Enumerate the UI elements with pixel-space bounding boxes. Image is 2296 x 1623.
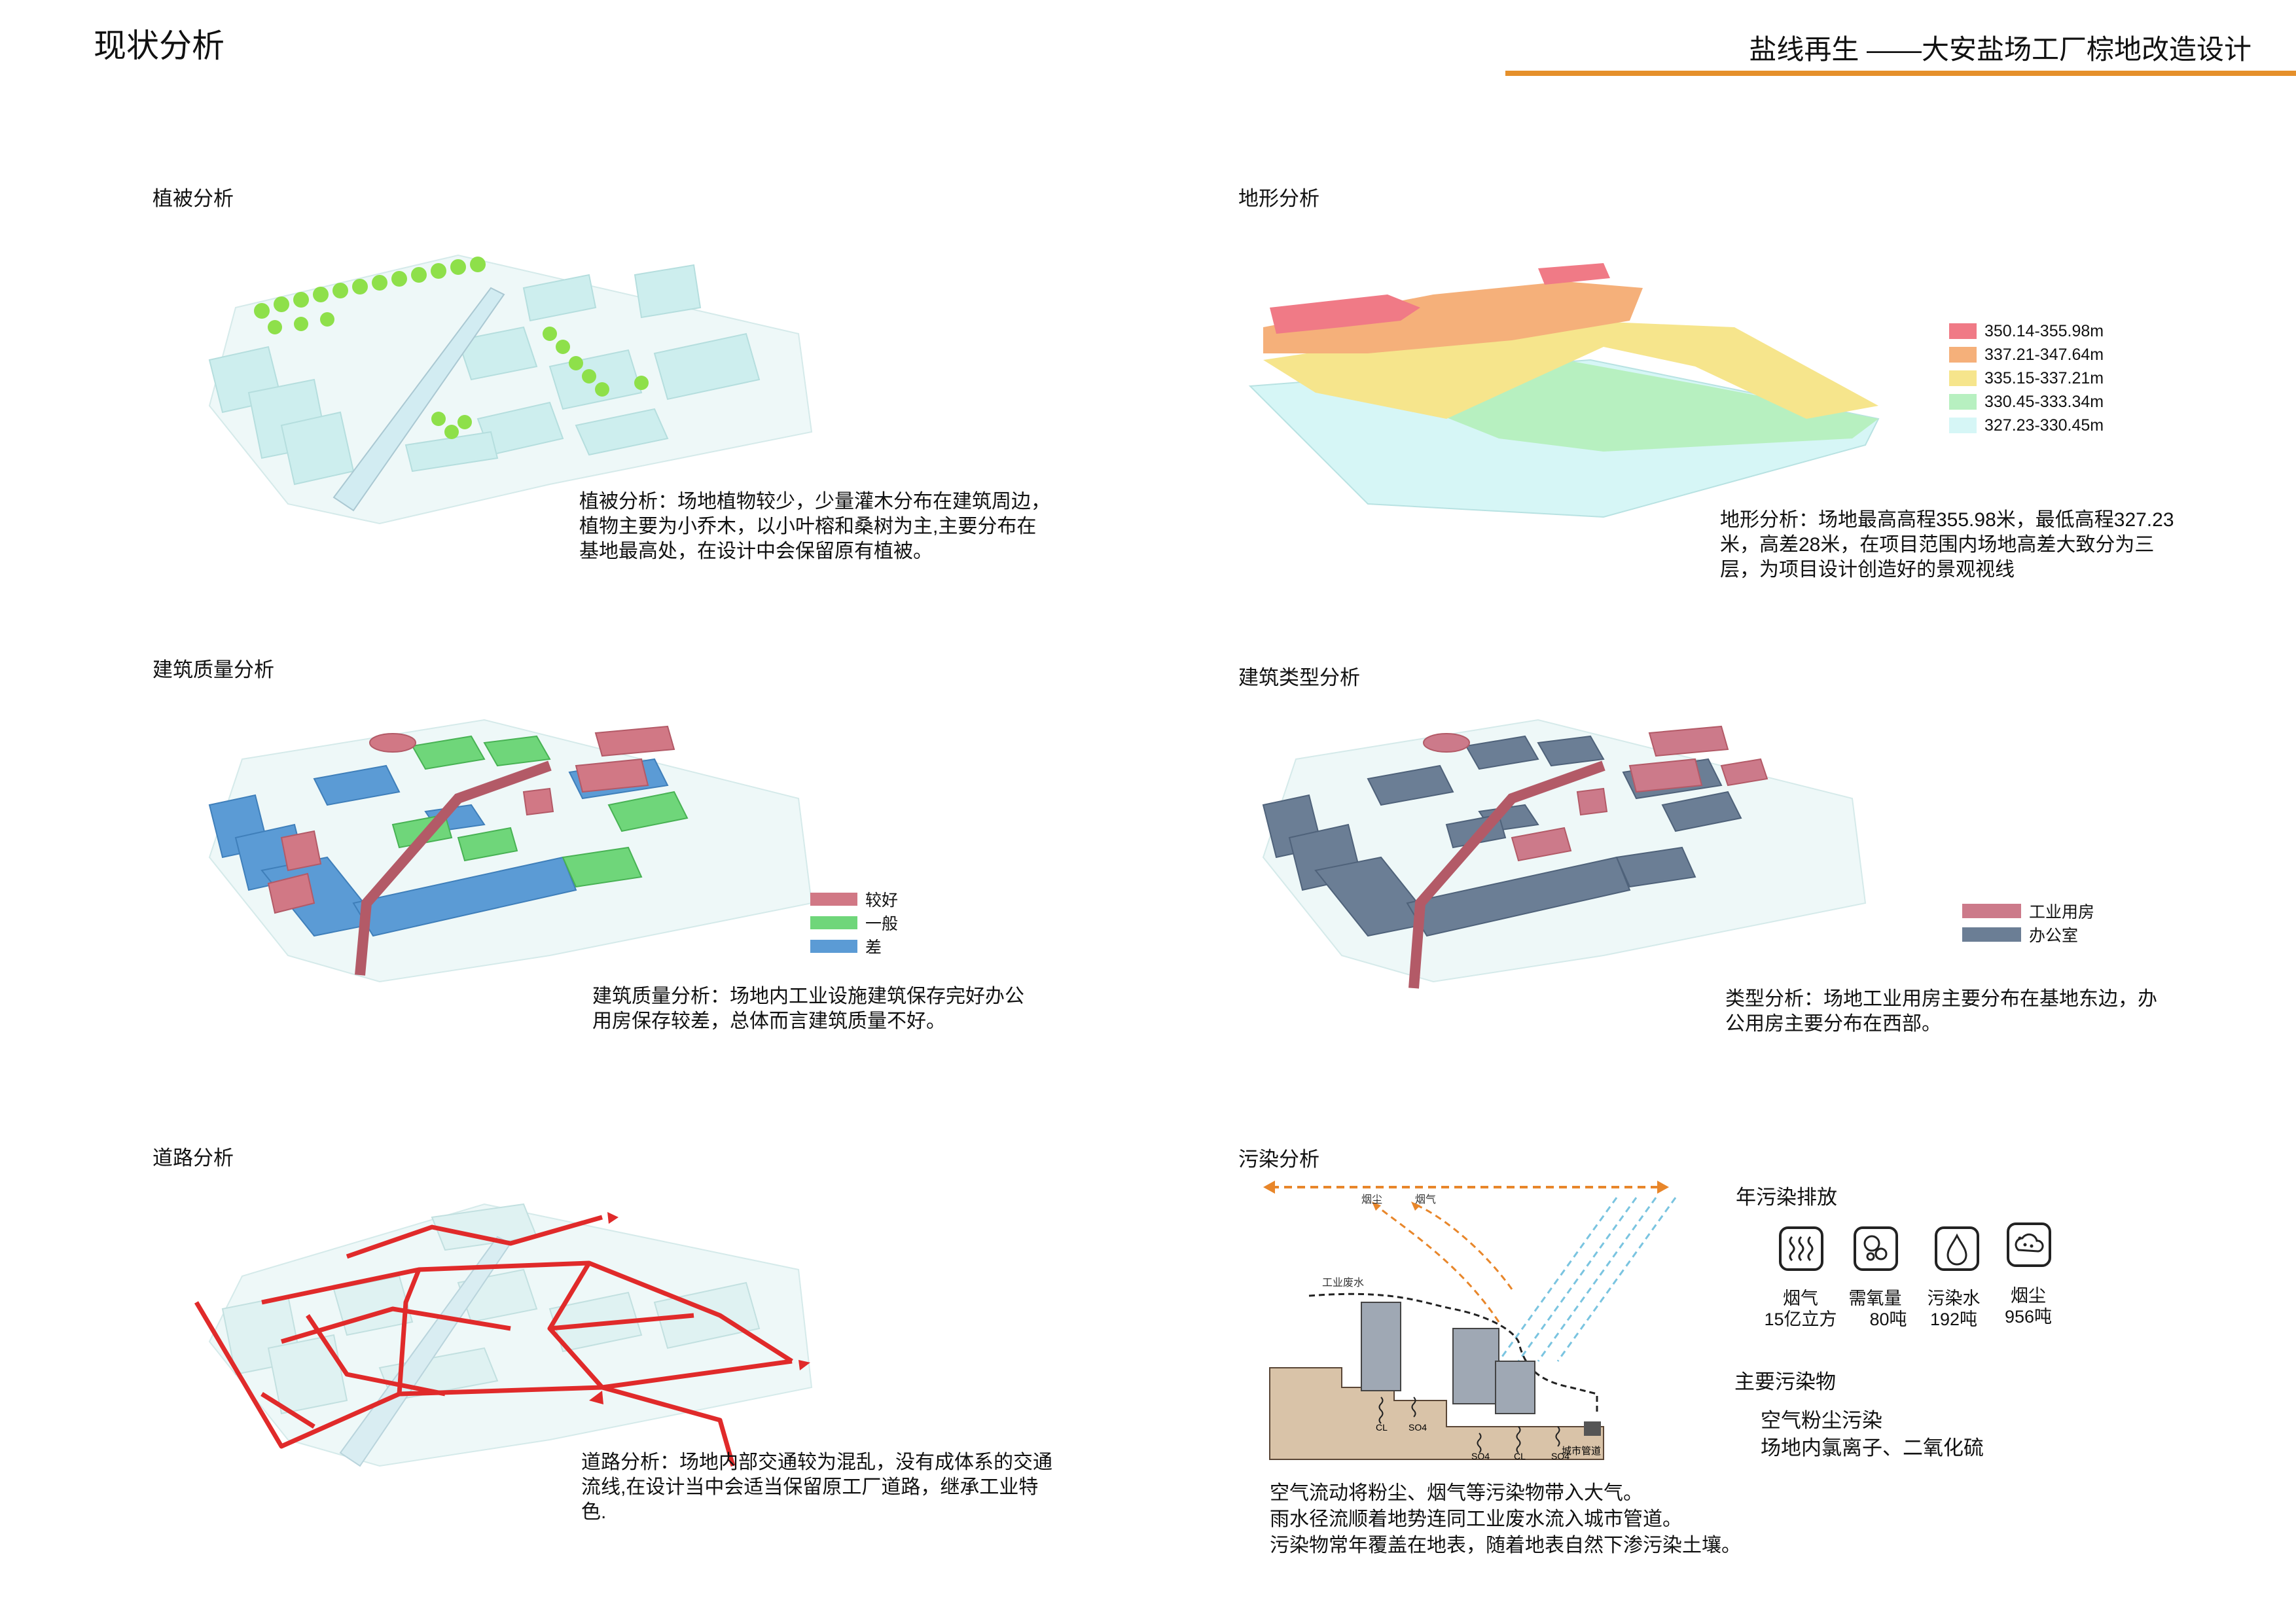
legend-swatch	[810, 916, 857, 929]
pollution-stat-name: 需氧量	[1848, 1289, 1902, 1308]
legend-swatch	[1949, 370, 1977, 386]
vegetation-description: 植被分析：场地植物较少，少量灌木分布在建筑周边，植物主要为小乔木，以小叶榕和桑树…	[579, 491, 1050, 562]
legend-swatch	[810, 940, 857, 953]
quality-legend-item: 较好	[810, 887, 898, 911]
road-map	[194, 1203, 813, 1467]
dust-cloud-icon	[2007, 1222, 2051, 1267]
oxygen-bubbles-icon	[1854, 1226, 1898, 1271]
pollution-diagram: 烟尘 烟气 工业废水 CL SO4 SO4 CL SO4 城市管道	[1263, 1181, 1677, 1461]
quality-legend: 较好 一般 差	[810, 887, 898, 958]
pollution-stat-name: 烟气	[1783, 1289, 1818, 1308]
project-title: 盐线再生 ——大安盐场工厂棕地改造设计	[1749, 34, 2251, 65]
page-title: 现状分析	[94, 27, 224, 64]
legend-swatch	[1949, 394, 1977, 410]
annual-emission-title: 年污染排放	[1736, 1186, 1837, 1209]
smoke-waves-icon	[1779, 1226, 1823, 1271]
terrain-legend-item: 350.14-355.98m	[1949, 319, 2104, 343]
terrain-map	[1248, 263, 1880, 518]
so4-label: SO4	[1551, 1451, 1570, 1461]
pollution-stat-value: 192吨	[1929, 1310, 1978, 1329]
main-pollutants-title: 主要污染物	[1734, 1370, 1836, 1393]
terrain-description: 地形分析：场地最高高程355.98米，最低高程327.23米，高差28米，在项目…	[1720, 509, 2174, 580]
pollution-stat: 需氧量 80吨	[1839, 1288, 1911, 1330]
title-accent-line	[1505, 71, 2296, 76]
legend-swatch	[1949, 418, 1977, 433]
legend-swatch	[1949, 347, 1977, 363]
terrain-legend-item: 330.45-333.34m	[1949, 390, 2104, 414]
legend-label: 差	[865, 938, 882, 957]
legend-label: 工业用房	[2029, 903, 2095, 921]
legend-label: 办公室	[2029, 927, 2079, 945]
type-legend-item: 办公室	[1962, 923, 2094, 946]
legend-swatch	[1962, 904, 2021, 918]
quality-map	[208, 719, 813, 983]
type-legend: 工业用房 办公室	[1962, 899, 2094, 946]
legend-swatch	[1949, 323, 1977, 339]
smoke-label: 烟气	[1415, 1194, 1436, 1205]
quality-title: 建筑质量分析	[152, 658, 274, 681]
pipe-label: 城市管道	[1562, 1446, 1601, 1457]
terrain-title: 地形分析	[1238, 187, 1319, 210]
type-map	[1262, 719, 1867, 989]
terrain-legend-item: 327.23-330.45m	[1949, 414, 2104, 437]
type-title: 建筑类型分析	[1238, 666, 1360, 689]
road-title: 道路分析	[152, 1147, 234, 1169]
vegetation-title: 植被分析	[152, 187, 234, 210]
quality-legend-item: 差	[810, 935, 898, 958]
so4-label: SO4	[1471, 1451, 1490, 1461]
pollution-stat: 烟尘 956吨	[1992, 1285, 2064, 1327]
wastewater-label: 工业废水	[1322, 1277, 1364, 1289]
terrain-legend: 350.14-355.98m 337.21-347.64m 335.15-337…	[1949, 319, 2104, 437]
legend-label: 330.45-333.34m	[1984, 392, 2104, 411]
pollution-title: 污染分析	[1238, 1148, 1319, 1171]
legend-label: 较好	[865, 891, 899, 910]
pollution-description: 空气流动将粉尘、烟气等污染物带入大气。 雨水径流顺着地势连同工业废水流入城市管道…	[1270, 1482, 1741, 1556]
pollution-stat: 污染水 192吨	[1918, 1288, 1990, 1330]
cl-label: CL	[1514, 1451, 1526, 1461]
quality-legend-item: 一般	[810, 911, 898, 935]
legend-swatch	[810, 893, 857, 906]
pollution-stat-value: 15亿立方	[1764, 1310, 1837, 1329]
cl-label: CL	[1376, 1422, 1388, 1433]
pollution-stat-name: 污染水	[1927, 1289, 1981, 1308]
water-drop-icon	[1935, 1226, 1979, 1271]
main-pollutants-text: 空气粉尘污染 场地内氯离子、二氧化硫	[1761, 1409, 1984, 1459]
terrain-legend-item: 335.15-337.21m	[1949, 366, 2104, 390]
legend-label: 337.21-347.64m	[1984, 345, 2104, 364]
legend-label: 一般	[865, 915, 899, 933]
pollution-stat: 烟气 15亿立方	[1751, 1288, 1850, 1330]
type-description: 类型分析：场地工业用房主要分布在基地东边，办公用房主要分布在西部。	[1725, 988, 2157, 1035]
terrain-legend-item: 337.21-347.64m	[1949, 343, 2104, 366]
so4-label: SO4	[1408, 1422, 1427, 1433]
legend-label: 350.14-355.98m	[1984, 321, 2104, 340]
pollution-stat-name: 烟尘	[2011, 1286, 2046, 1306]
pollution-stat-value: 956吨	[2004, 1307, 2053, 1327]
pollution-stat-value: 80吨	[1869, 1310, 1907, 1329]
legend-label: 327.23-330.45m	[1984, 416, 2104, 435]
quality-description: 建筑质量分析：场地内工业设施建筑保存完好办公用房保存较差，总体而言建筑质量不好。	[592, 986, 1024, 1032]
legend-swatch	[1962, 927, 2021, 942]
legend-label: 335.15-337.21m	[1984, 368, 2104, 387]
type-legend-item: 工业用房	[1962, 899, 2094, 923]
road-description: 道路分析：场地内部交通较为混乱，没有成体系的交通流线,在设计当中会适当保留原工厂…	[581, 1452, 1052, 1523]
dust-label: 烟尘	[1361, 1194, 1382, 1205]
vegetation-map	[208, 254, 813, 525]
